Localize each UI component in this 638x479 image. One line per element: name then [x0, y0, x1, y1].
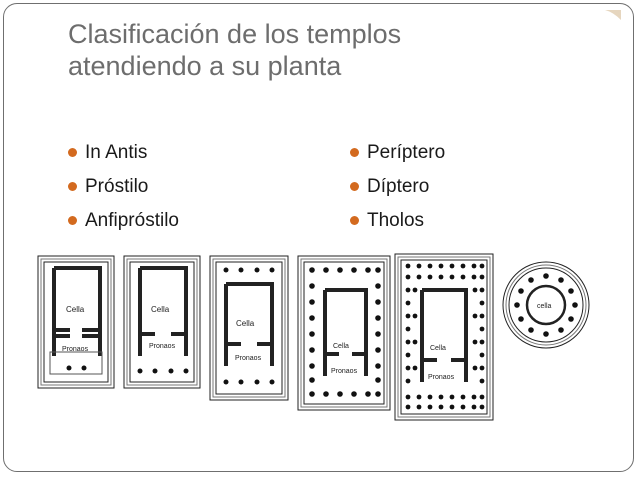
- bullet-list-left: In Antis Próstilo Anfipróstilo: [68, 142, 179, 244]
- plan-prostilo-pronaos-label: Pronaos: [149, 343, 176, 350]
- list-item: Próstilo: [68, 176, 179, 210]
- list-item-label: Períptero: [367, 142, 446, 163]
- list-item: Anfipróstilo: [68, 210, 179, 244]
- list-item-label: Anfipróstilo: [85, 210, 179, 231]
- bullet-dot-icon: [68, 182, 77, 191]
- plan-diptero-pronaos-label: Pronaos: [428, 374, 455, 381]
- plan-in-antis-pronaos-label: Pronaos: [62, 346, 89, 353]
- plan-in-antis: [37, 255, 115, 389]
- plan-prostilo: [123, 255, 201, 389]
- list-item-label: Próstilo: [85, 176, 149, 197]
- bullet-dot-icon: [68, 216, 77, 225]
- slide-title: Clasificación de los templos atendiendo …: [68, 18, 588, 82]
- bullet-dot-icon: [350, 216, 359, 225]
- plan-tholos-cella-label: cella: [537, 303, 552, 310]
- plan-diptero-cella-label: Cella: [430, 345, 446, 352]
- temple-plans-illustration: Cella Pronaos Cella Pronaos Cella Pronao…: [37, 253, 590, 421]
- plan-diptero: [394, 253, 494, 421]
- plan-anfiprostilo-cella-label: Cella: [236, 319, 255, 328]
- plan-tholos: [502, 261, 590, 349]
- list-item: In Antis: [68, 142, 179, 176]
- list-item-label: Tholos: [367, 210, 425, 231]
- slide: [3, 3, 634, 472]
- plan-periptero: [297, 255, 391, 411]
- list-item-label: Díptero: [367, 176, 430, 197]
- corner-accent-icon: [605, 10, 621, 20]
- title-line-2: atendiendo a su planta: [68, 51, 342, 81]
- bullet-dot-icon: [68, 148, 77, 157]
- plan-prostilo-cella-label: Cella: [151, 305, 170, 314]
- bullet-list-right: Períptero Díptero Tholos: [350, 142, 445, 244]
- tholos-columns: [514, 273, 578, 337]
- plan-periptero-cella-label: Cella: [333, 343, 349, 350]
- bullet-dot-icon: [350, 182, 359, 191]
- periptero-columns: [309, 267, 381, 397]
- list-item: Díptero: [350, 176, 445, 210]
- bullet-dot-icon: [350, 148, 359, 157]
- list-item: Tholos: [350, 210, 445, 244]
- list-item: Períptero: [350, 142, 445, 176]
- list-item-label: In Antis: [85, 142, 148, 163]
- diptero-columns: [405, 263, 485, 410]
- plan-anfiprostilo-pronaos-label: Pronaos: [235, 355, 262, 362]
- title-line-1: Clasificación de los templos: [68, 19, 402, 49]
- plan-anfiprostilo: [209, 255, 289, 401]
- plan-periptero-pronaos-label: Pronaos: [331, 368, 358, 375]
- plan-in-antis-cella-label: Cella: [66, 305, 85, 314]
